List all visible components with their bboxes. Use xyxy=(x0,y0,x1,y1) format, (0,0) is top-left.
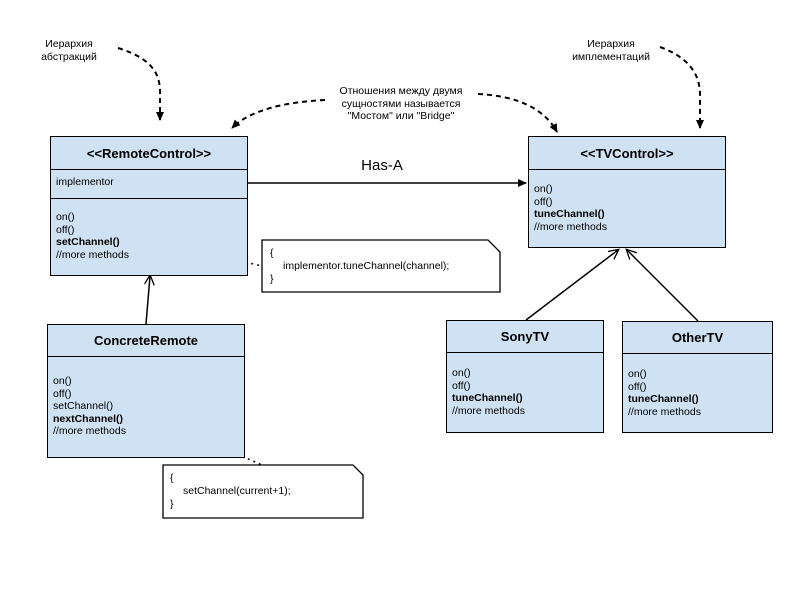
other-tv-title: OtherTV xyxy=(623,322,772,354)
sony-tv-class: SonyTV on() off() tuneChannel() //more m… xyxy=(446,320,604,433)
method-on: on() xyxy=(628,368,647,380)
method-off: off() xyxy=(53,387,72,400)
method-next-channel: nextChannel() xyxy=(53,412,124,425)
method-tune-channel: tuneChannel() xyxy=(628,393,699,405)
remote-control-field: implementor xyxy=(51,170,247,199)
method-off: off() xyxy=(534,195,553,208)
method-tune-channel: tuneChannel() xyxy=(534,208,605,220)
abstraction-hierarchy-label: Иерархия абстракций xyxy=(41,38,97,63)
method-on: on() xyxy=(452,367,471,379)
tv-control-class: <<TVControl>> on() off() tuneChannel() /… xyxy=(528,136,726,248)
implementation-pointer xyxy=(659,46,704,129)
tv-control-title: <<TVControl>> xyxy=(529,137,725,170)
method-more: //more methods xyxy=(452,404,525,417)
method-off: off() xyxy=(628,380,647,393)
note-next-channel: { setChannel(current+1); } xyxy=(170,472,291,510)
tv-control-methods: on() off() tuneChannel() //more methods xyxy=(529,170,725,233)
remote-control-methods: on() off() setChannel() //more methods xyxy=(51,199,247,261)
concrete-remote-title: ConcreteRemote xyxy=(48,325,244,357)
note-set-channel: { implementor.tuneChannel(channel); } xyxy=(270,247,450,285)
method-more: //more methods xyxy=(628,405,701,418)
method-on: on() xyxy=(53,375,72,387)
note-outline-next-channel xyxy=(162,464,364,519)
has-a-label: Has-A xyxy=(361,157,403,174)
bridge-pointer-left xyxy=(231,99,326,129)
concrete-remote-methods: on() off() setChannel() nextChannel() //… xyxy=(48,357,244,438)
method-off: off() xyxy=(452,379,471,392)
abstraction-pointer xyxy=(117,47,164,121)
method-off: off() xyxy=(56,223,75,236)
note-outline-set-channel xyxy=(261,239,501,293)
sony-tv-methods: on() off() tuneChannel() //more methods xyxy=(447,353,603,417)
method-set-channel: setChannel() xyxy=(56,236,120,248)
method-more: //more methods xyxy=(56,248,129,261)
bridge-pointer-right xyxy=(477,93,558,133)
method-set-channel: setChannel() xyxy=(53,400,114,412)
method-on: on() xyxy=(534,183,553,195)
implementation-hierarchy-label: Иерархия имплементаций xyxy=(572,38,650,63)
method-on: on() xyxy=(56,211,75,223)
method-tune-channel: tuneChannel() xyxy=(452,392,523,404)
inherit-concrete-remote xyxy=(146,276,150,325)
other-tv-methods: on() off() tuneChannel() //more methods xyxy=(623,354,772,418)
bridge-relation-label: Отношения между двумя сущностями называе… xyxy=(339,85,463,122)
method-more: //more methods xyxy=(53,425,126,437)
concrete-remote-class: ConcreteRemote on() off() setChannel() n… xyxy=(47,324,245,458)
other-tv-class: OtherTV on() off() tuneChannel() //more … xyxy=(622,321,773,433)
remote-control-title: <<RemoteControl>> xyxy=(51,137,247,170)
method-more: //more methods xyxy=(534,220,607,233)
sony-tv-title: SonyTV xyxy=(447,321,603,353)
inherit-other-tv xyxy=(627,250,699,322)
remote-control-class: <<RemoteControl>> implementor on() off()… xyxy=(50,136,248,276)
inherit-sony-tv xyxy=(525,250,618,321)
